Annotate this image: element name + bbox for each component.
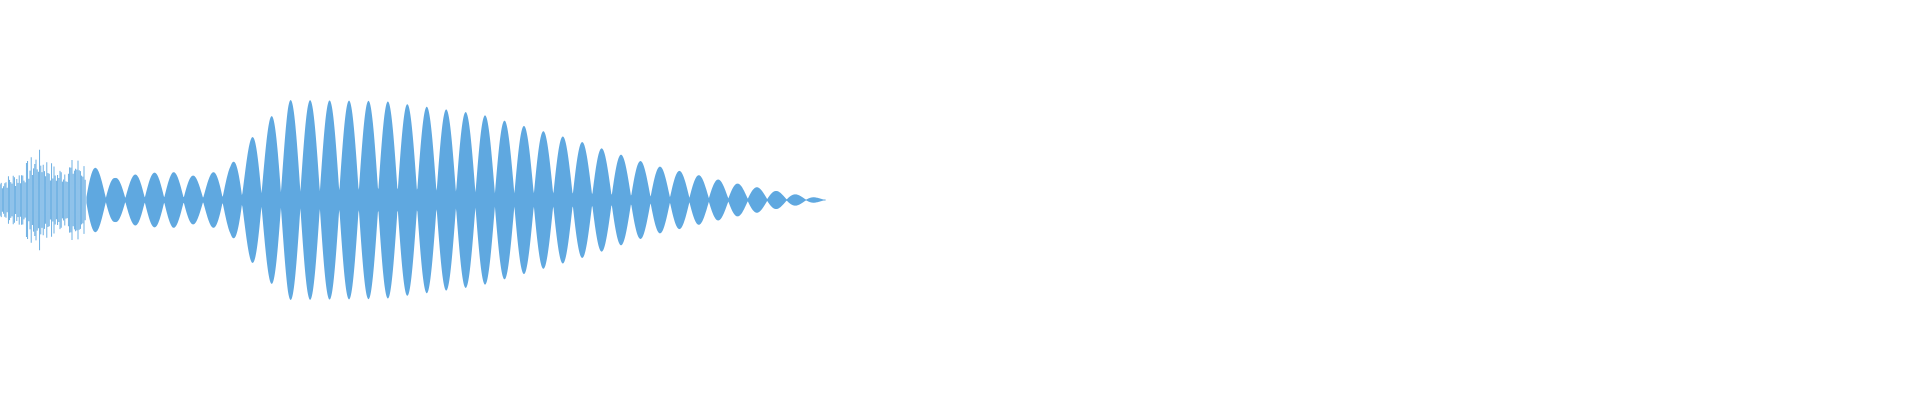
- waveform-group: [0, 100, 826, 300]
- waveform-lobed-segment: [86, 100, 826, 300]
- waveform-noisy-segment: [0, 149, 86, 251]
